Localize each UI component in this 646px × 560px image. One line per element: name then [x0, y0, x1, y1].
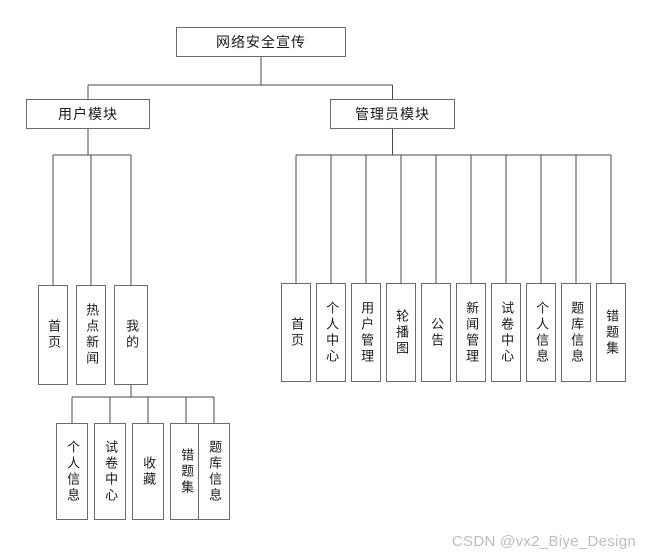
node-admin-announcement: 公告 [421, 283, 451, 382]
node-admin-wrong-set: 错题集 [596, 283, 626, 382]
node-root: 网络安全宣传 [176, 27, 346, 57]
node-user-question-bank: 题库信息 [198, 423, 230, 520]
node-user-home: 首页 [38, 285, 68, 385]
node-admin-paper-center: 试卷中心 [491, 283, 521, 382]
node-admin-question-bank: 题库信息 [561, 283, 591, 382]
node-user-profile-info: 个人信息 [56, 423, 88, 520]
node-admin-profile-info: 个人信息 [526, 283, 556, 382]
node-user-paper-center: 试卷中心 [94, 423, 126, 520]
node-user-wrong-set: 错题集 [170, 423, 202, 520]
node-user-hot-news: 热点新闻 [76, 285, 106, 385]
node-admin-module: 管理员模块 [330, 99, 455, 129]
node-user-favorites: 收藏 [132, 423, 164, 520]
node-user-mine: 我的 [114, 285, 148, 385]
watermark-text: CSDN @vx2_Biye_Design [451, 533, 636, 550]
node-admin-home: 首页 [281, 283, 311, 382]
node-admin-personal-center: 个人中心 [316, 283, 346, 382]
node-admin-user-manage: 用户管理 [351, 283, 381, 382]
node-user-module: 用户模块 [26, 99, 150, 129]
node-admin-carousel: 轮播图 [386, 283, 416, 382]
node-admin-news-manage: 新闻管理 [456, 283, 486, 382]
